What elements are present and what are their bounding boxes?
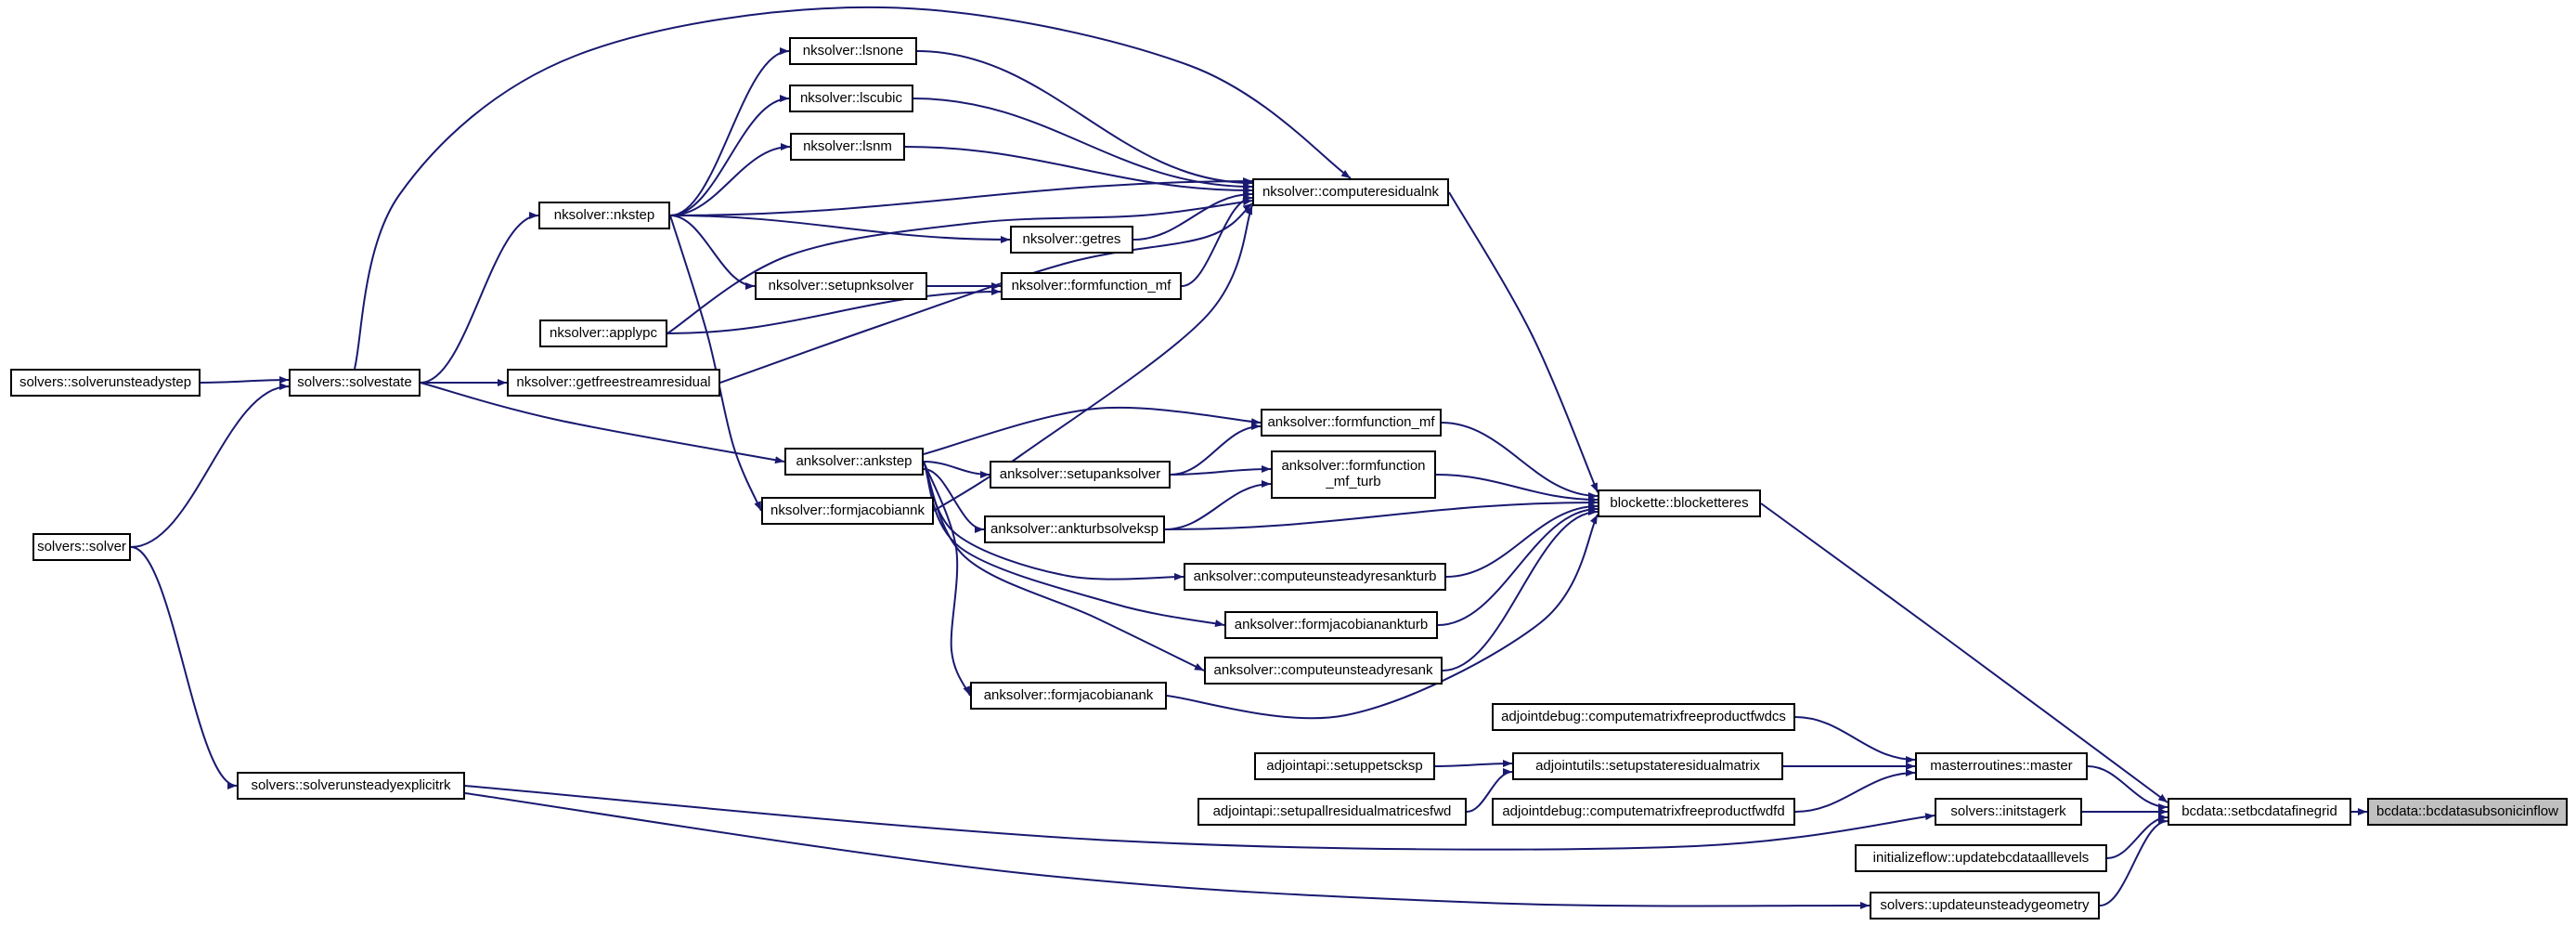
edge-ankstep-fjank	[923, 461, 971, 697]
edge-fjank_t-blres	[1437, 505, 1599, 626]
edge-lscubic-crnk	[913, 98, 1253, 190]
edge-ffmf_ank-blres	[1441, 422, 1599, 500]
edge-ankstep-curank	[923, 461, 1205, 672]
graph-node-sarmf[interactable]: adjointapi::setupallresidualmatricesfwd	[1197, 798, 1467, 826]
edge-applypc-crnk	[667, 198, 1253, 334]
graph-node-ffmf_nk[interactable]: nksolver::formfunction_mf	[1001, 272, 1182, 300]
graph-node-blres[interactable]: blockette::blocketteres	[1598, 489, 1761, 517]
edge-sol-surk	[130, 546, 238, 789]
edge-crnk-blres	[1448, 191, 1599, 493]
edge-ffmf_turb-blres	[1435, 474, 1599, 503]
graph-node-master[interactable]: masterroutines::master	[1915, 752, 2088, 780]
graph-node-ankstep[interactable]: anksolver::ankstep	[784, 448, 924, 476]
graph-node-fjnk[interactable]: nksolver::formjacobiannk	[761, 497, 934, 525]
graph-node-setupank[interactable]: anksolver::setupanksolver	[990, 461, 1171, 489]
graph-node-lsnm[interactable]: nksolver::lsnm	[790, 133, 905, 161]
edge-nkstep-setupnk	[669, 215, 756, 290]
graph-node-fwdcs[interactable]: adjointdebug::computematrixfreeproductfw…	[1492, 703, 1795, 731]
graph-node-nkstep[interactable]: nksolver::nkstep	[538, 202, 670, 229]
edge-ss-ankstep	[420, 382, 785, 464]
edge-nkstep-lsnone	[669, 47, 790, 216]
edge-ankstep-ffmf_ank	[923, 406, 1262, 455]
edge-surk-uug	[464, 792, 1871, 909]
graph-node-lscubic[interactable]: nksolver::lscubic	[789, 85, 913, 112]
graph-node-uug[interactable]: solvers::updateunsteadygeometry	[1870, 892, 2100, 919]
graph-node-ffmf_ank[interactable]: anksolver::formfunction_mf	[1261, 409, 1442, 437]
graph-node-ffmf_turb[interactable]: anksolver::formfunction _mf_turb	[1271, 450, 1436, 499]
graph-node-getres[interactable]: nksolver::getres	[1010, 226, 1133, 254]
edge-getres-crnk	[1133, 190, 1253, 241]
edge-setupank-ffmf_ank	[1170, 423, 1262, 476]
graph-node-bcsi: bcdata::bcdatasubsonicinflow	[2367, 798, 2568, 826]
edge-fwdcs-master	[1794, 716, 1916, 763]
edge-lsnm-crnk	[904, 146, 1253, 194]
graph-node-fwdfd[interactable]: adjointdebug::computematrixfreeproductfw…	[1492, 798, 1795, 826]
edge-surk-initrk	[464, 785, 1935, 851]
edge-ss-nkstep	[420, 212, 539, 384]
graph-node-crnk[interactable]: nksolver::computeresidualnk	[1252, 178, 1449, 206]
graph-node-surk[interactable]: solvers::solverunsteadyexplicitrk	[237, 772, 465, 800]
graph-node-setupnk[interactable]: nksolver::setupnksolver	[755, 272, 927, 300]
graph-node-fjank_t[interactable]: anksolver::formjacobianankturb	[1224, 611, 1438, 639]
graph-node-curank_t[interactable]: anksolver::computeunsteadyresankturb	[1184, 563, 1446, 591]
edge-fjnk-crnk	[933, 204, 1253, 512]
edge-applypc-ffmf_nk	[667, 288, 1002, 334]
edge-nkstep-crnk	[669, 177, 1253, 216]
edge-sarmf-ssrm	[1466, 768, 1513, 813]
edge-gfsr-crnk	[719, 202, 1253, 384]
edge-fwdfd-master	[1794, 769, 1916, 813]
edge-curank_t-blres	[1445, 502, 1599, 578]
edge-ffmf_nk-crnk	[1181, 194, 1253, 287]
edge-blres-sbcfg	[1760, 502, 2168, 803]
edge-setupank-ffmf_turb	[1170, 465, 1272, 476]
graph-node-ssrm[interactable]: adjointutils::setupstateresidualmatrix	[1512, 752, 1783, 780]
edge-uug-sbcfg	[2099, 817, 2168, 906]
edge-turbksp-blres	[1164, 499, 1599, 530]
edge-petscksp-ssrm	[1434, 760, 1513, 768]
graph-node-gfsr[interactable]: nksolver::getfreestreamresidual	[507, 369, 720, 397]
graph-node-petscksp[interactable]: adjointapi::setuppetscksp	[1254, 752, 1435, 780]
graph-node-lsnone[interactable]: nksolver::lsnone	[789, 37, 917, 65]
edge-sus-ss	[200, 376, 290, 385]
graph-node-sol[interactable]: solvers::solver	[32, 533, 131, 561]
edge-nkstep-lscubic	[669, 95, 790, 216]
edge-turbksp-ffmf_turb	[1164, 480, 1272, 530]
graph-node-ss[interactable]: solvers::solvestate	[289, 369, 421, 397]
graph-node-sbcfg[interactable]: bcdata::setbcdatafinegrid	[2168, 798, 2351, 826]
edge-ankstep-setupank	[923, 461, 990, 478]
graph-node-ubcall[interactable]: initializeflow::updatebcdataalllevels	[1855, 844, 2107, 872]
graph-node-initrk[interactable]: solvers::initstagerk	[1935, 798, 2082, 826]
edge-curank-blres	[1442, 508, 1599, 672]
edge-ss-crnk	[354, 6, 1352, 370]
graph-node-fjank[interactable]: anksolver::formjacobianank	[970, 682, 1167, 710]
edge-master-sbcfg	[2087, 765, 2168, 811]
edge-nkstep-getres	[669, 215, 1011, 243]
graph-node-applypc[interactable]: nksolver::applypc	[539, 320, 667, 347]
edge-nkstep-fjnk	[669, 215, 762, 512]
graph-node-sus[interactable]: solvers::solverunsteadystep	[10, 369, 201, 397]
edge-ankstep-fjank_t	[923, 461, 1225, 628]
edge-fjank-blres	[1166, 514, 1599, 720]
edge-sol-ss	[130, 383, 290, 548]
edge-lsnone-crnk	[916, 50, 1253, 187]
graph-node-curank[interactable]: anksolver::computeunsteadyresank	[1204, 657, 1443, 685]
edge-nkstep-lsnm	[669, 143, 791, 216]
graph-node-turbksp[interactable]: anksolver::ankturbsolveksp	[984, 515, 1165, 543]
